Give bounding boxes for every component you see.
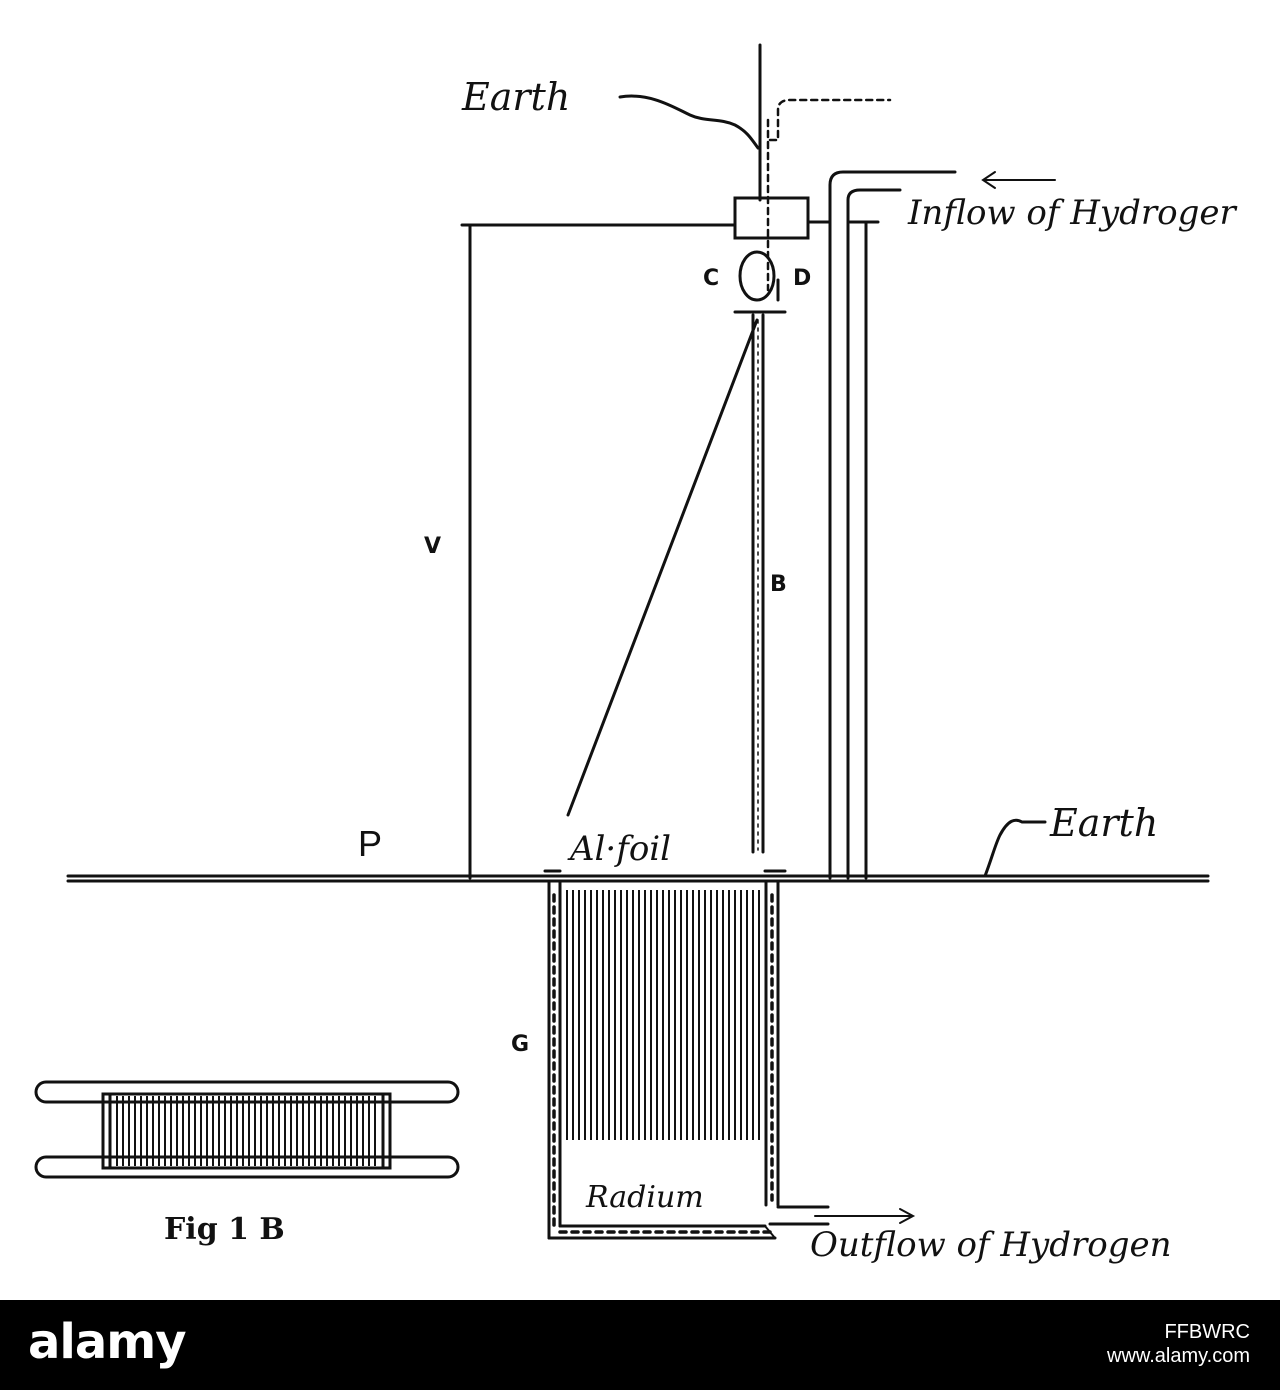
electroscope-bulb: [738, 250, 776, 302]
label-inflow-hydrogen: Inflow of Hydroger: [908, 193, 1236, 233]
label-outflow-hydrogen: Outflow of Hydrogen: [810, 1225, 1172, 1265]
gold-leaf: [566, 318, 759, 817]
label-g: G: [511, 1032, 530, 1057]
fig1b-coil-lines: [116, 1096, 376, 1166]
fig1b-tube-top: [34, 1080, 460, 1104]
diagram-lines: [34, 43, 1210, 1240]
inflow-pipe-inner: [846, 188, 902, 880]
label-al-foil: Al·foil: [570, 829, 672, 869]
label-radium: Radium: [586, 1180, 704, 1215]
label-earth-top: Earth: [462, 75, 571, 119]
earth-wire-top: [618, 94, 760, 150]
dashed-earth-lead: [768, 98, 892, 142]
label-d: D: [793, 266, 812, 291]
insulator-block: [733, 196, 810, 240]
brand-logo: alamy: [28, 1314, 187, 1370]
label-p: P: [358, 823, 383, 864]
earth-wire-right: [983, 818, 1047, 878]
label-earth-right: Earth: [1050, 801, 1159, 845]
inflow-pipe-outer: [828, 170, 957, 880]
apparatus-diagram: Earth Inflow of Hydroger C D V B Earth P…: [34, 43, 1236, 1265]
image-id-block: FFBWRC www.alamy.com: [1107, 1320, 1250, 1368]
figure-caption: Fig 1 B: [164, 1212, 285, 1247]
image-id: FFBWRC: [1164, 1321, 1250, 1343]
label-v: V: [424, 534, 442, 559]
site-url: www.alamy.com: [1107, 1345, 1250, 1367]
radiation-tubes: [566, 890, 760, 1140]
label-c: C: [703, 266, 720, 291]
label-b: B: [770, 572, 787, 597]
fig1b-coil-frame: [101, 1092, 392, 1170]
fig1b-tube-bottom: [34, 1155, 460, 1179]
footer-bar: alamy FFBWRC www.alamy.com: [0, 1300, 1280, 1390]
